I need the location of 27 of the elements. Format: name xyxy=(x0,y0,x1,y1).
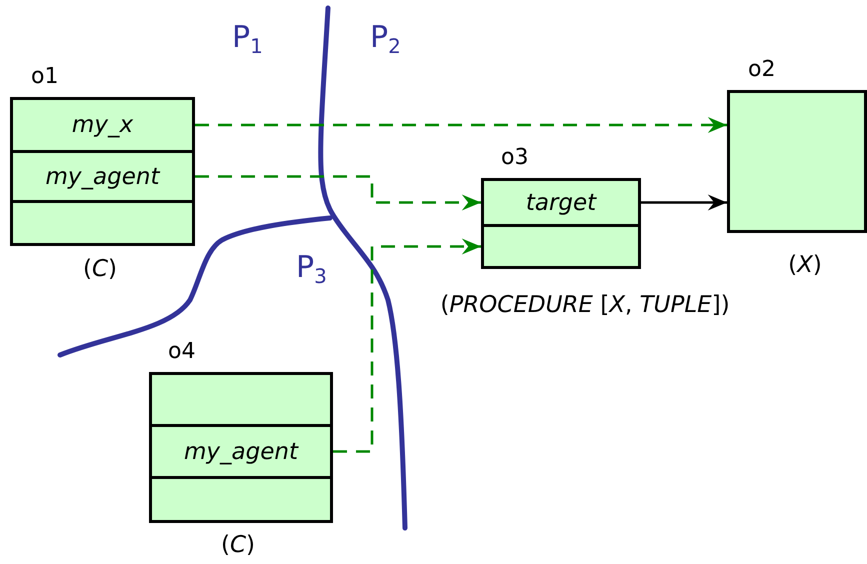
type-label: (PROCEDURE [X, TUPLE]) xyxy=(440,292,730,318)
partition-label: P$_{3}$ xyxy=(296,250,327,288)
field-name: target xyxy=(526,190,596,216)
arrow xyxy=(641,194,727,210)
empty-slot xyxy=(149,476,333,523)
empty-slot xyxy=(149,372,333,427)
object-name: o4 xyxy=(168,339,196,364)
type-label: (X) xyxy=(788,252,822,278)
empty-slot xyxy=(10,200,195,246)
partition-label: P$_{1}$ xyxy=(232,20,263,58)
object-name: o2 xyxy=(748,57,776,82)
type-label: (C) xyxy=(220,532,256,558)
field-slot xyxy=(149,424,333,479)
arrow xyxy=(195,117,727,133)
field-name: my_agent xyxy=(46,164,160,190)
partition-label: P$_{2}$ xyxy=(370,20,401,58)
arrow xyxy=(333,238,481,453)
field-slot xyxy=(481,178,641,227)
object-name: o3 xyxy=(501,145,528,170)
arrow xyxy=(195,175,481,210)
field-name: my_agent xyxy=(184,438,298,464)
object-name: o1 xyxy=(31,64,58,89)
field-slot xyxy=(10,150,195,203)
field-name: my_x xyxy=(72,112,134,138)
field-slot xyxy=(10,97,195,153)
type-label: (C) xyxy=(82,256,118,282)
empty-slot xyxy=(481,224,641,269)
